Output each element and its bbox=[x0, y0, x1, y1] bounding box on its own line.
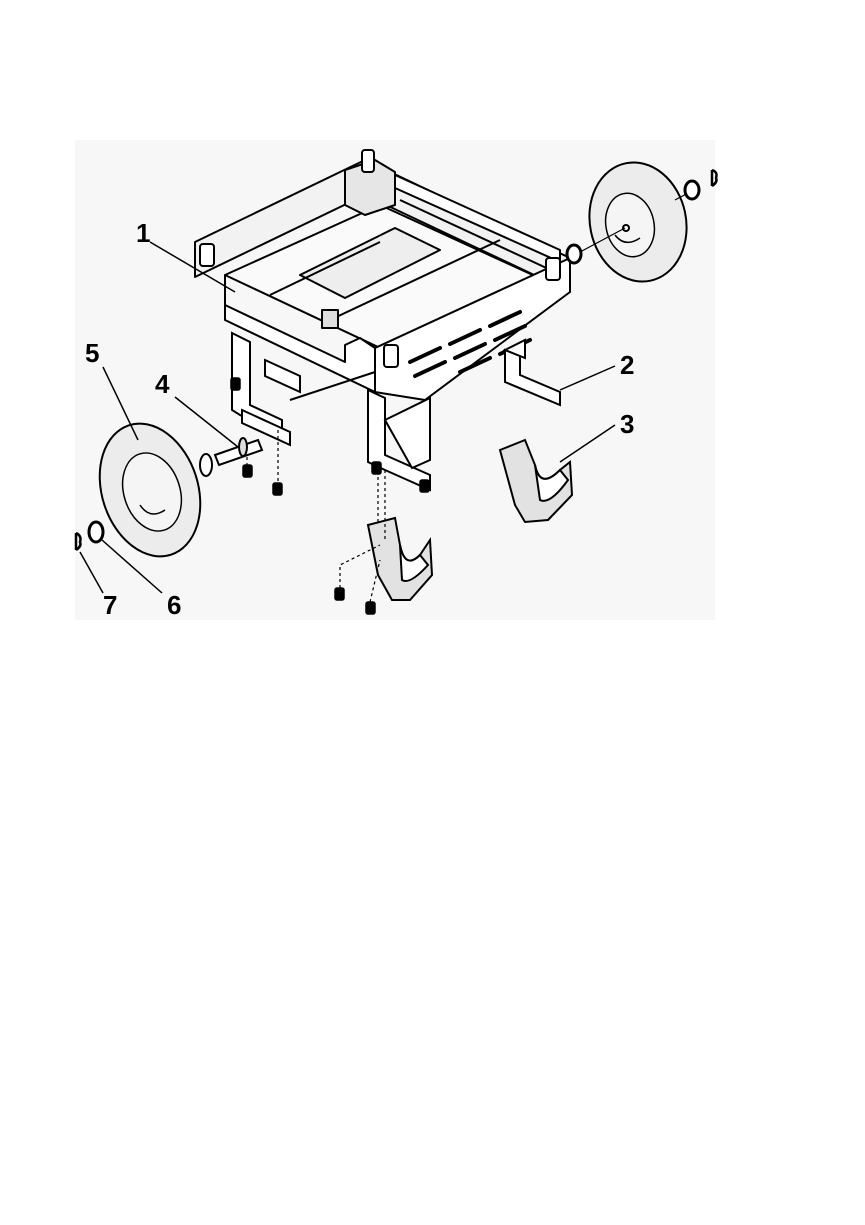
callout-2: 2 bbox=[620, 350, 634, 380]
callout-1: 1 bbox=[136, 218, 150, 248]
washer-icon bbox=[567, 245, 581, 263]
corner-post-icon bbox=[546, 258, 560, 280]
washer-icon bbox=[89, 522, 103, 542]
corner-post-icon bbox=[384, 345, 398, 367]
callout-5: 5 bbox=[85, 338, 99, 368]
callout-3: 3 bbox=[620, 409, 634, 439]
callout-4: 4 bbox=[155, 369, 170, 399]
corner-post-icon bbox=[362, 150, 374, 172]
latch-icon bbox=[322, 310, 338, 328]
washer-icon bbox=[200, 454, 212, 476]
callout-6: 6 bbox=[167, 590, 181, 620]
corner-post-icon bbox=[200, 244, 214, 266]
washer-icon bbox=[685, 181, 699, 199]
callout-7: 7 bbox=[103, 590, 117, 620]
